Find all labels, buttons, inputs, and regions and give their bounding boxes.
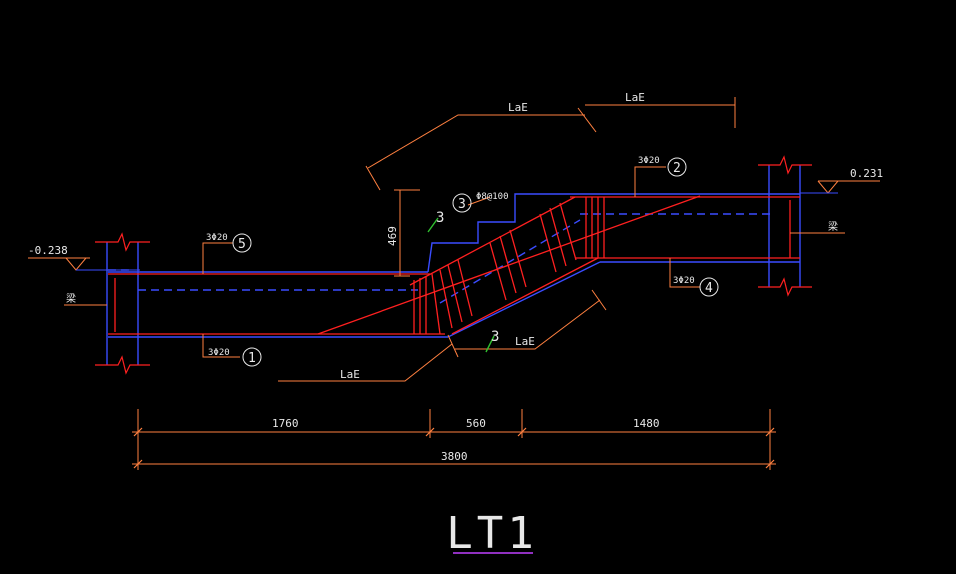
- anchorage-label-lower-left: LaE: [340, 368, 360, 381]
- step-height-dimension: [394, 189, 420, 277]
- anchorage-label-lower-right: LaE: [515, 335, 535, 348]
- callout-5-spec: 3Φ20: [206, 233, 228, 243]
- section-mark-lines: [427, 217, 495, 353]
- callout-leaders: [202, 166, 700, 358]
- beam-label-leaders: [64, 232, 845, 306]
- callout-circles: [232, 157, 719, 367]
- section-mark-lower: 3: [491, 329, 499, 345]
- anchorage-label-upper-left: LaE: [508, 101, 528, 114]
- dimension-segment-3: 1480: [633, 417, 660, 430]
- anchorage-leaders: [278, 97, 736, 382]
- callout-5-number: 5: [238, 237, 246, 252]
- dimension-segment-2: 560: [466, 417, 486, 430]
- dimension-lines: [132, 409, 776, 470]
- elevation-markers: [28, 180, 880, 271]
- anchorage-label-upper-right: LaE: [625, 91, 645, 104]
- callout-1-number: 1: [248, 351, 256, 366]
- elevation-right-label: 0.231: [850, 167, 883, 180]
- step-height-label: 469: [386, 226, 399, 246]
- callout-1-spec: 3Φ20: [208, 348, 230, 358]
- beam-break-symbols: [95, 155, 812, 375]
- callout-4-spec: 3Φ20: [673, 276, 695, 286]
- dimension-ticks: [133, 427, 775, 469]
- beam-label-left: 梁: [66, 292, 76, 305]
- callout-2-number: 2: [673, 161, 681, 176]
- beam-label-right: 梁: [828, 220, 838, 233]
- rebar-lines: [108, 195, 800, 335]
- callout-3-spec: Φ8@100: [476, 192, 509, 202]
- dimension-segment-1: 1760: [272, 417, 299, 430]
- section-mark-upper: 3: [436, 210, 444, 226]
- elevation-left-label: -0.238: [28, 244, 68, 257]
- dimension-total: 3800: [441, 450, 468, 463]
- callout-3-number: 3: [458, 197, 466, 212]
- callout-4-number: 4: [705, 281, 713, 296]
- concrete-outline: [106, 165, 801, 365]
- callout-2-spec: 3Φ20: [638, 156, 660, 166]
- drawing-title: LT1: [446, 508, 537, 559]
